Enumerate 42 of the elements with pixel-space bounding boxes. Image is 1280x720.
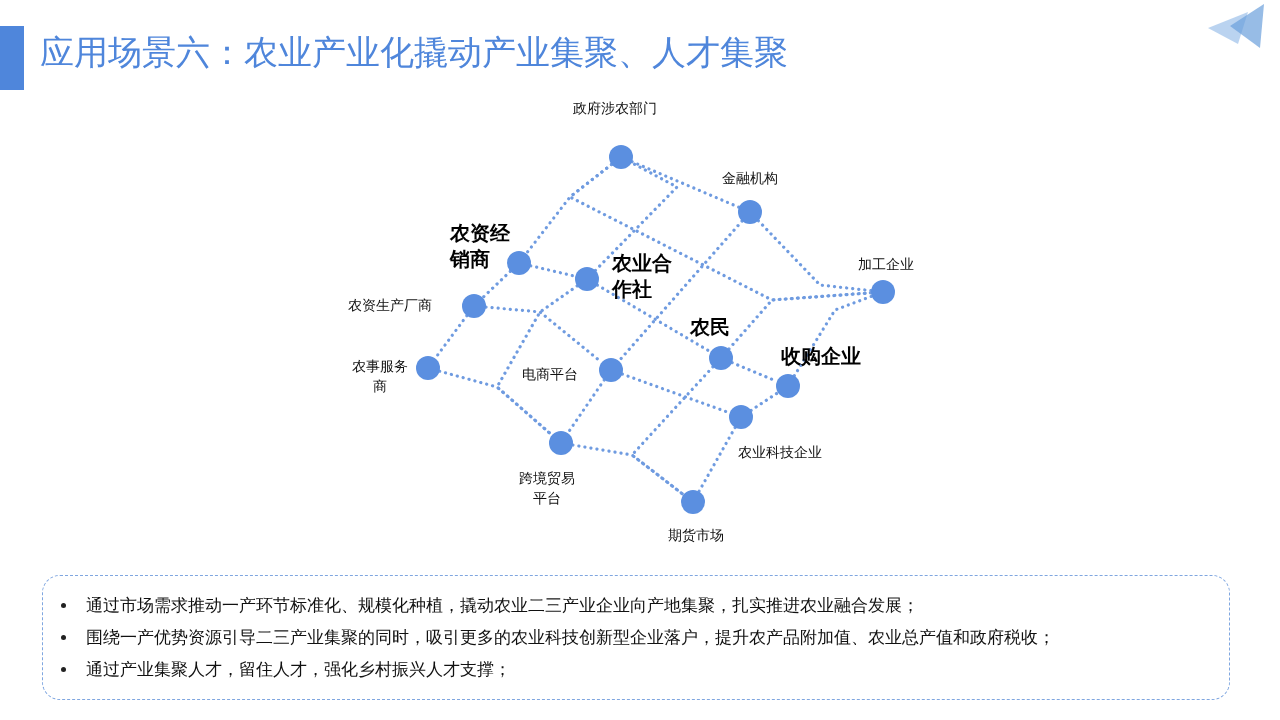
network-node	[681, 490, 705, 514]
network-node	[738, 200, 762, 224]
node-label: 跨境贸易平台	[518, 469, 576, 508]
title: 应用场景六：农业产业化撬动产业集聚、人才集聚	[40, 31, 788, 74]
node-label: 电商平台	[522, 365, 579, 384]
network-node	[729, 405, 753, 429]
node-label: 加工企业	[858, 255, 915, 274]
dotted-connector	[494, 284, 579, 437]
network-node	[609, 145, 633, 169]
dotted-connector	[792, 294, 874, 378]
node-label: 金融机构	[722, 169, 779, 188]
node-label: 农民	[690, 314, 731, 340]
bullet-text: 围绕一产优势资源引导二三产业集聚的同时，吸引更多的农业科技创新型企业落户，提升农产品附加值、农业总产值和政府税收；	[86, 626, 1055, 649]
dotted-connector	[630, 160, 741, 209]
bullet-text: 通过产业集聚人才，留住人才，强化乡村振兴人才支撑；	[86, 658, 511, 681]
dotted-connector	[697, 425, 737, 494]
network-node	[575, 267, 599, 291]
dotted-connector	[567, 162, 873, 302]
node-label: 农资经销商	[450, 220, 511, 272]
network-node	[599, 358, 623, 382]
network-node	[871, 280, 895, 304]
dotted-connector	[749, 391, 780, 412]
bullet-text: 通过市场需求推动一产环节标准化、规模化种植，撬动农业二三产业企业向产地集聚，扎实推进农业融合发展；	[86, 594, 919, 617]
node-label: 收购企业	[781, 343, 862, 369]
node-label: 政府涉农部门	[572, 99, 658, 118]
network-node	[507, 251, 531, 275]
network-node	[549, 431, 573, 455]
dotted-connector	[629, 365, 715, 497]
network-node	[709, 346, 733, 370]
node-label: 农事服务商	[351, 357, 409, 396]
dotted-connector	[756, 219, 873, 293]
dotted-connector	[529, 264, 577, 278]
node-label: 农业合作社	[612, 250, 673, 302]
node-label: 农业科技企业	[738, 443, 823, 462]
dotted-connector	[593, 161, 680, 273]
dotted-connector	[617, 219, 744, 363]
node-label: 农资生产厂商	[348, 296, 433, 315]
network-node	[462, 294, 486, 318]
network-node	[416, 356, 440, 380]
dotted-connector	[481, 269, 512, 300]
node-label: 期货市场	[667, 526, 725, 545]
network-node	[776, 374, 800, 398]
